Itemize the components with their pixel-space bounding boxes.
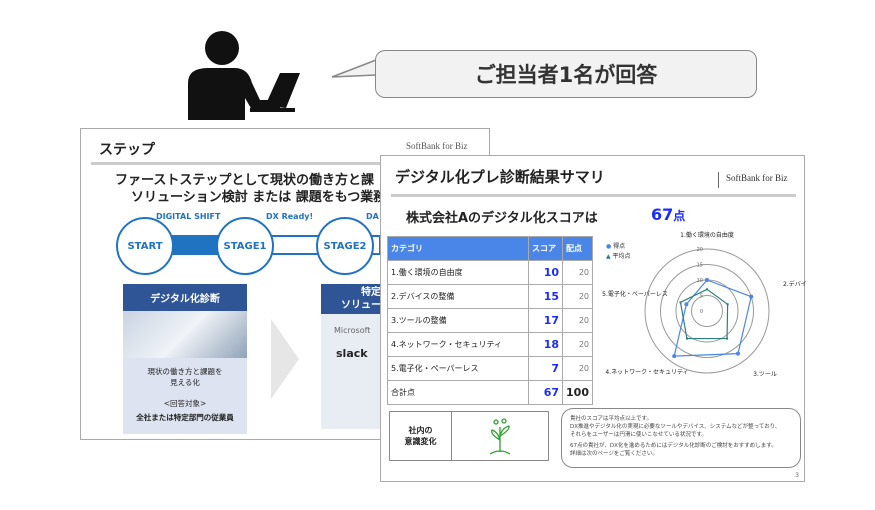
data-point <box>735 351 740 356</box>
data-point <box>726 337 729 340</box>
target-label: <回答対象> <box>163 399 207 408</box>
bubble-text: ご担当者1名が回答 <box>474 63 658 87</box>
card-desc: 見える化 <box>170 378 200 387</box>
diagnosis-card: デジタル化診断 現状の働き方と課題を 見える化 <回答対象> 全社または特定部門… <box>123 284 247 434</box>
tick-label: 0 <box>700 309 703 315</box>
axis-label: 5.電子化・ペーパーレス <box>602 290 668 298</box>
data-point <box>672 354 677 359</box>
brand: SoftBank for Biz <box>726 173 788 183</box>
brand: SoftBank for Biz <box>406 141 468 151</box>
business-photo <box>123 311 247 358</box>
card-desc: 現状の働き方と課題を <box>147 367 223 376</box>
awareness-label: 社内の 意識変化 <box>390 412 452 460</box>
slide-title: ステップ <box>99 142 155 158</box>
total-score: 67点 <box>651 205 686 224</box>
data-point <box>706 288 708 291</box>
radar-ring <box>644 248 770 374</box>
phase-label: DA <box>366 212 379 221</box>
data-point <box>749 294 754 299</box>
axis-label: 4.ネットワーク・セキュリティ <box>605 369 688 376</box>
data-point <box>679 301 682 304</box>
target-value: 全社または特定部門の従業員 <box>136 413 234 422</box>
arrow-right-icon <box>271 319 299 399</box>
slide-title: デジタル化プレ診断結果サマリ <box>395 168 605 186</box>
speech-bubble: ご担当者1名が回答 <box>375 50 757 98</box>
phase-label: DX Ready! <box>266 212 314 221</box>
data-point <box>705 278 709 282</box>
axis-label: 2.デバイス <box>783 280 806 288</box>
title-divider <box>391 194 796 197</box>
data-point <box>684 302 689 307</box>
summary-slide: デジタル化プレ診断結果サマリ SoftBank for Biz 株式会社Aのデジ… <box>380 155 806 482</box>
series-line-0 <box>673 279 752 357</box>
radar-chart: 1.働く環境の自由度 2.デバイス 3.ツール 4.ネットワーク・セキュリティ 5.電子… <box>602 231 806 378</box>
series-line-1 <box>679 288 729 340</box>
stage-start: START <box>116 217 174 275</box>
axis-label: 1.働く環境の自由度 <box>680 231 734 239</box>
sprout-icon <box>489 418 511 455</box>
radar-ring <box>660 264 754 358</box>
slack-logo: slack <box>336 347 368 360</box>
bubble-tail <box>331 59 377 78</box>
comment-box: 貴社のスコアは平均点以上です。DX推進やデジタル化の実現に必要なツールやデバイス… <box>561 408 801 468</box>
tick-label: 20 <box>697 247 703 253</box>
tick-label: 15 <box>697 263 703 269</box>
tick-label: 5 <box>700 294 703 300</box>
person-at-laptop-icon <box>188 31 300 120</box>
radar-ring <box>691 295 723 327</box>
score-label: 株式会社Aのデジタル化スコアは <box>406 211 598 226</box>
tick-label: 10 <box>697 278 703 284</box>
stage-2: STAGE2 <box>316 217 374 275</box>
headline-line2: ソリューション検討 または 課題をもつ業務 <box>131 190 387 205</box>
phase-label: DIGITAL SHIFT <box>156 212 221 221</box>
solution-card: 特定 ソリュー Microsoft slack <box>321 284 381 429</box>
card-title: デジタル化診断 <box>123 284 247 311</box>
card-title: 特定 <box>361 287 381 298</box>
data-point <box>726 303 729 306</box>
microsoft-logo: Microsoft <box>334 326 371 335</box>
stage-1: STAGE1 <box>216 217 274 275</box>
title-divider <box>91 162 486 165</box>
page-number: 3 <box>795 472 799 479</box>
card-title: ソリュー <box>341 300 381 311</box>
chart-legend: ● 得点 ▲ 平均点 <box>606 243 631 260</box>
headline-line1: ファーストステップとして現状の働き方と課 <box>115 173 374 188</box>
awareness-box: 社内の 意識変化 <box>389 411 549 461</box>
axis-label: 3.ツール <box>753 371 777 378</box>
data-point <box>685 337 688 340</box>
